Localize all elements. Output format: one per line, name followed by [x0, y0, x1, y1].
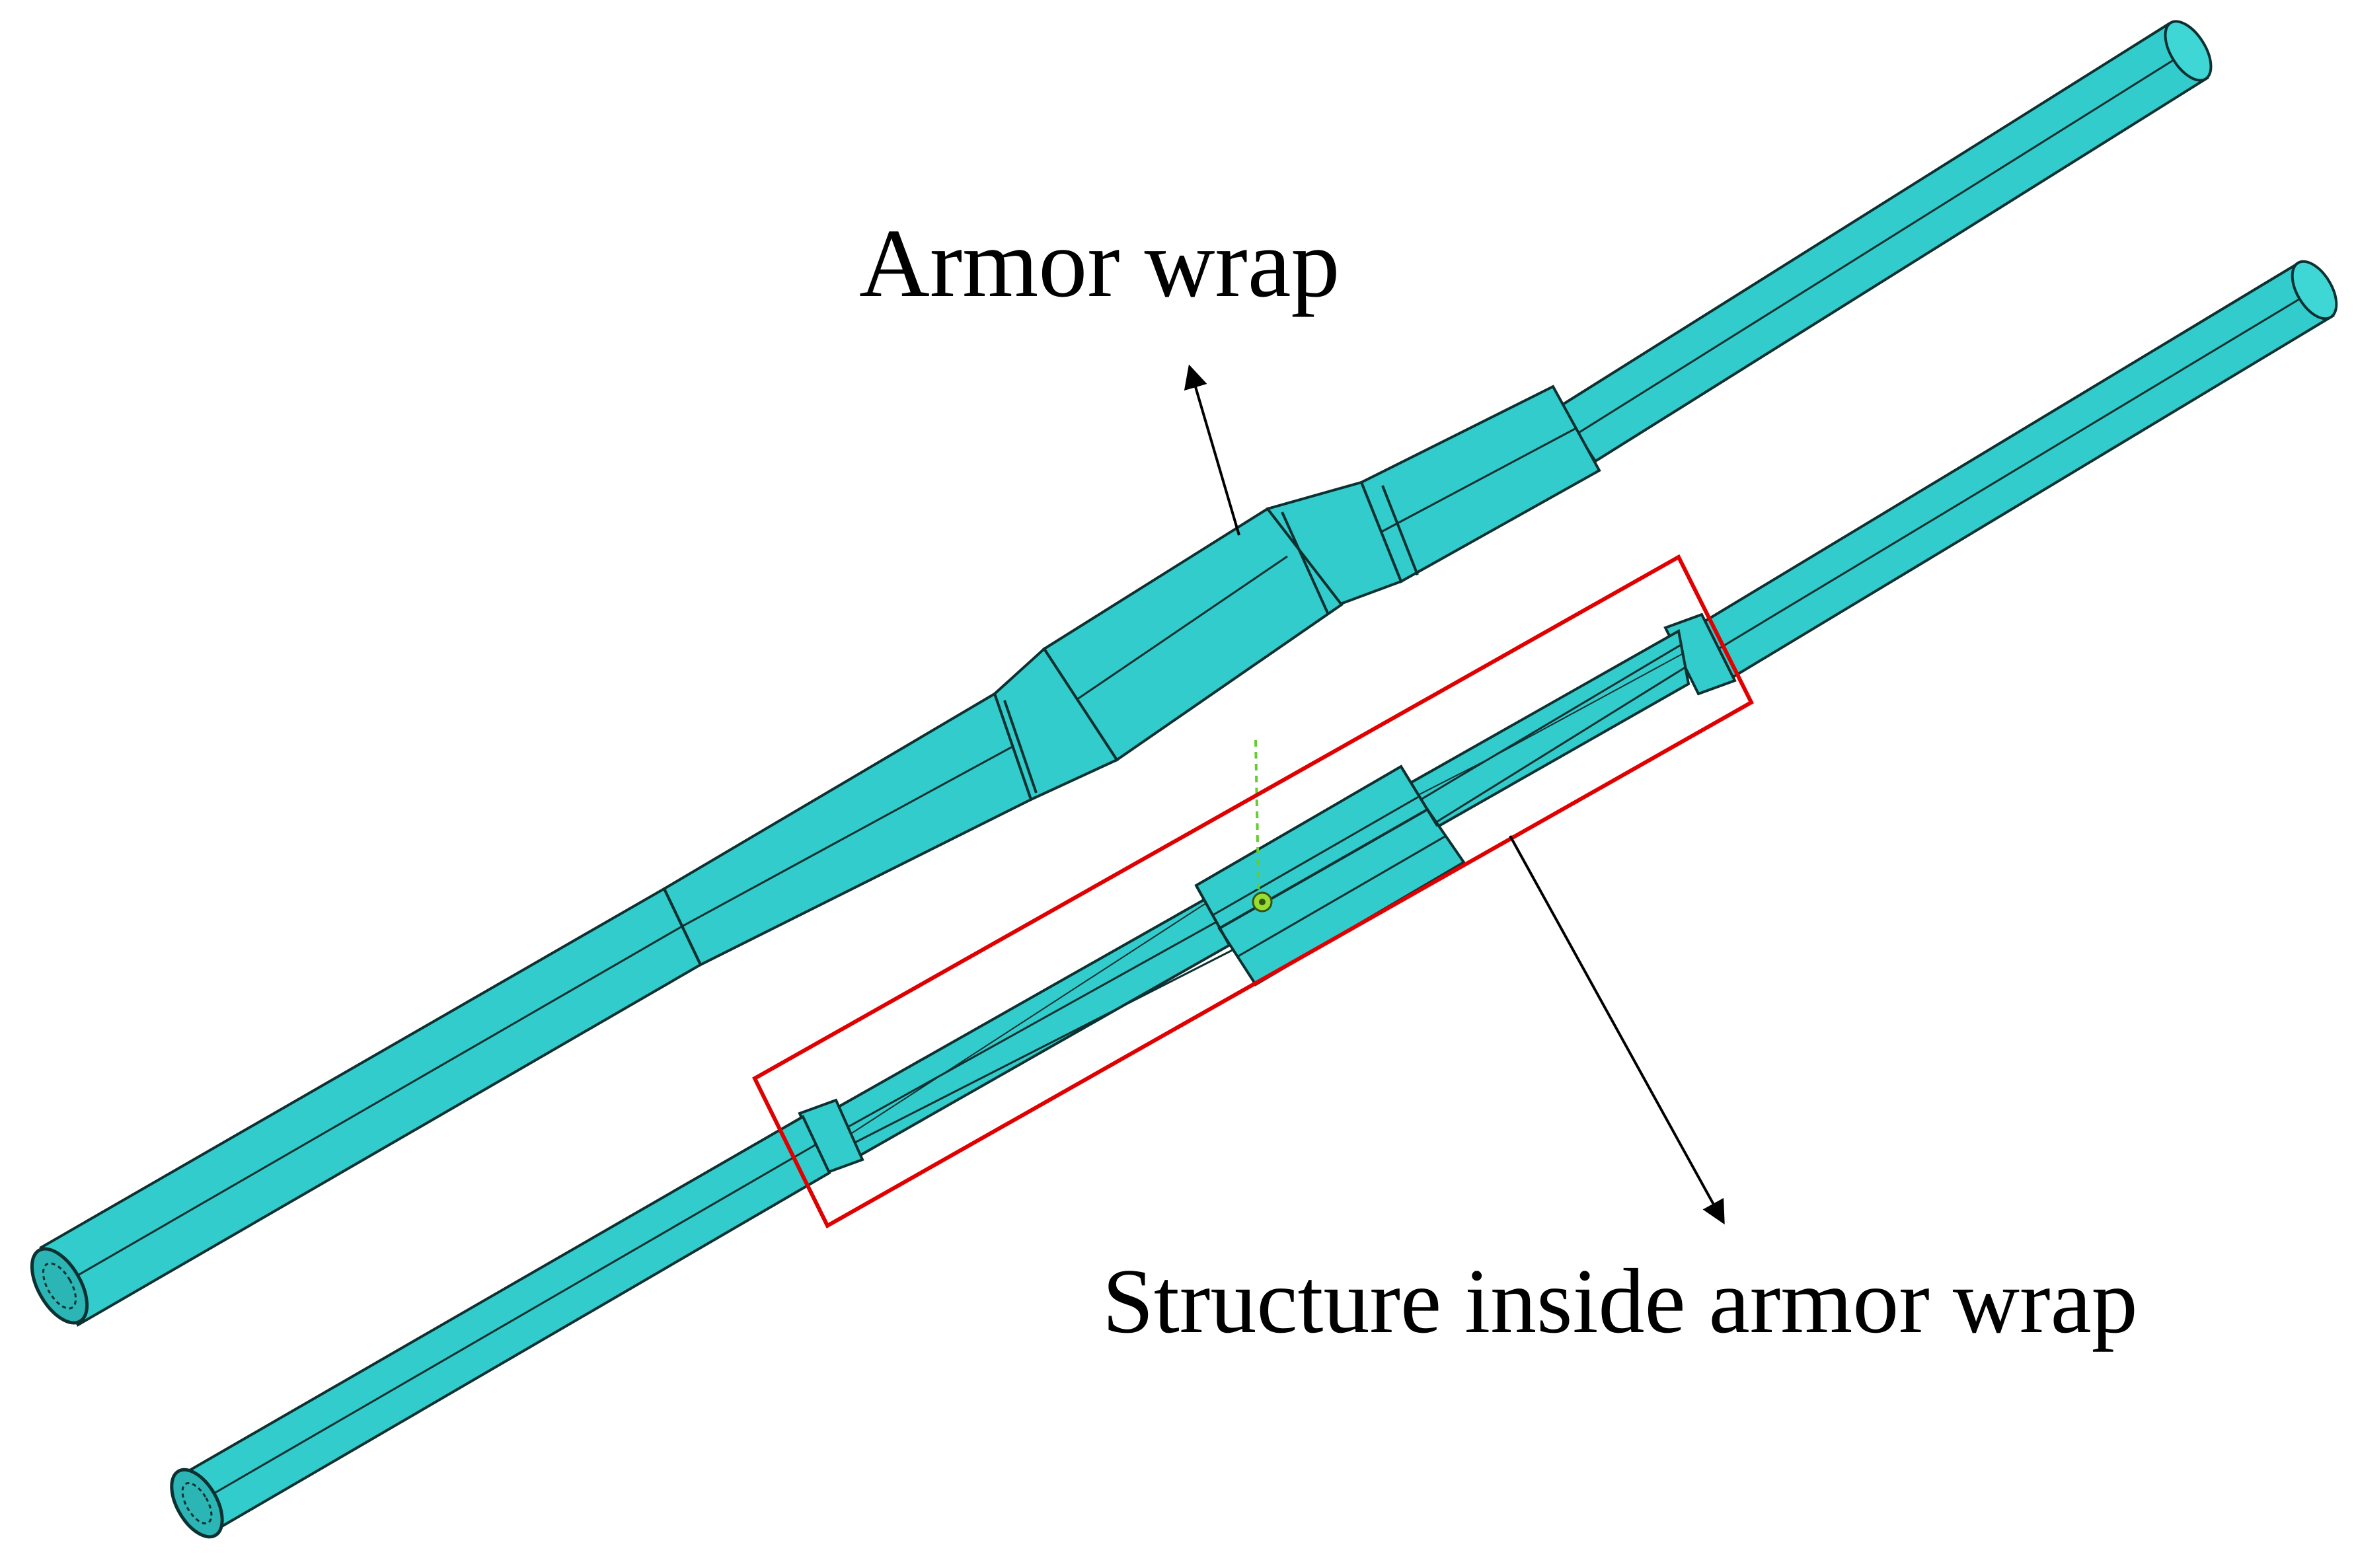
upper-armor-sleeve [993, 480, 1403, 802]
lower-cable-left [170, 1115, 831, 1539]
highlight-box [752, 554, 1754, 1229]
armor-wrap-arrow [1184, 364, 1240, 536]
upper-cable-right [1558, 20, 2213, 463]
structure-inside-label: Structure inside armor wrap [1102, 1250, 2138, 1353]
upper-cable-left [30, 887, 702, 1327]
lower-ferrule-right [1663, 613, 1737, 696]
armor-wrap-label: Armor wrap [859, 209, 1340, 318]
upper-taper-left [662, 692, 1038, 967]
armor-wrap-model [30, 20, 2213, 1327]
upper-taper-right [1359, 385, 1601, 583]
structure-arrow [1509, 835, 1725, 1225]
lower-connector-sleeves [1194, 739, 1466, 987]
internal-structure-model [170, 260, 2338, 1539]
